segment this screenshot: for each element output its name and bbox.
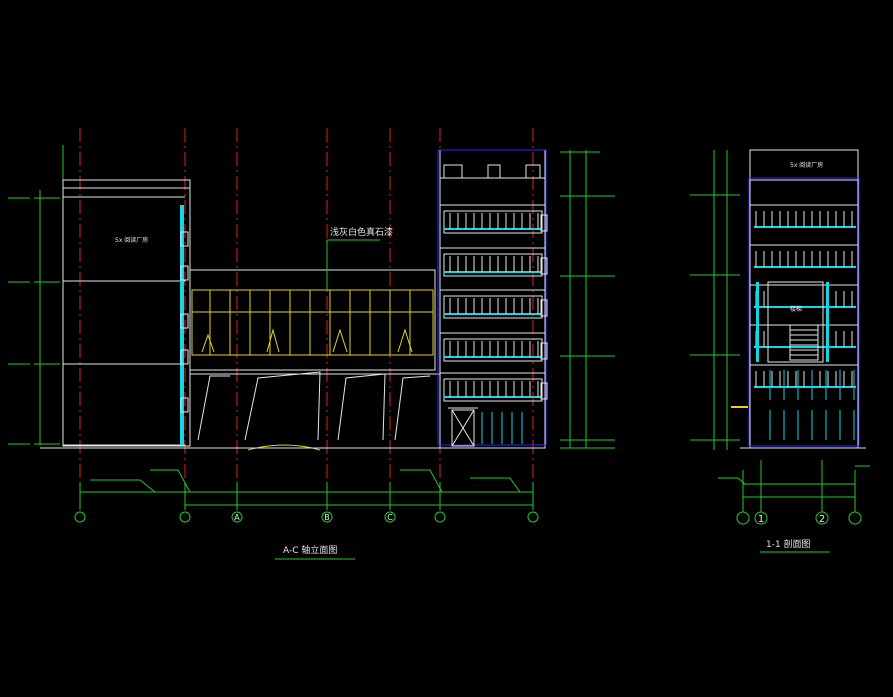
axis-bubble-blank bbox=[179, 511, 191, 523]
section-frame bbox=[749, 149, 859, 449]
right-tall-block-ground-glazing bbox=[481, 412, 523, 444]
right-tall-block-entrance bbox=[448, 407, 478, 447]
axis-gridlines bbox=[79, 128, 534, 510]
section-floor bbox=[750, 204, 858, 228]
section-floor bbox=[750, 364, 858, 388]
tall-block-floor bbox=[440, 332, 548, 362]
material-note-text: 浅灰白色真石漆 bbox=[330, 226, 393, 238]
axis-label-c: C bbox=[387, 513, 393, 522]
axis-bubble-blank bbox=[527, 511, 539, 523]
section-ground-glazing bbox=[769, 410, 855, 440]
axis-bubble-b bbox=[321, 511, 333, 523]
section-ground-glazing bbox=[769, 370, 855, 400]
left-axis-bubbles bbox=[74, 511, 539, 523]
horizontal-dimensions bbox=[79, 469, 534, 510]
axis-bubble-blank bbox=[434, 511, 446, 523]
section-cyan-column-right bbox=[826, 282, 829, 362]
left-block-glass-strip bbox=[180, 205, 184, 445]
axis-bubble-blank bbox=[848, 511, 862, 525]
middle-block-frame bbox=[189, 269, 440, 449]
right-section-vertical-dimensions bbox=[690, 150, 740, 450]
section-cyan-column-left bbox=[756, 282, 759, 362]
right-tall-block-blue-outline bbox=[437, 149, 547, 446]
right-axis-gridlines bbox=[718, 460, 870, 512]
section-stair-core bbox=[767, 281, 824, 363]
axis-bubble-1 bbox=[754, 511, 768, 525]
section-floor bbox=[750, 324, 858, 348]
section-blue-outline bbox=[748, 177, 860, 447]
right-vertical-dimensions bbox=[560, 150, 615, 449]
right-section-view: 5x 阅读厂房 楼梯 1 2 1-1 剖面图 bbox=[690, 149, 870, 553]
right-axis-bubbles bbox=[736, 511, 862, 525]
middle-block-ground-arches bbox=[197, 371, 431, 441]
section-floors bbox=[750, 204, 858, 440]
right-tall-block-floors bbox=[440, 204, 548, 402]
section-room-label: 5x 阅读厂房 bbox=[790, 161, 823, 169]
axis-label-b: B bbox=[324, 513, 330, 522]
tall-block-floor bbox=[440, 247, 548, 277]
material-note-leader bbox=[326, 239, 380, 290]
left-vertical-dimensions bbox=[8, 145, 64, 445]
right-view-title: 1-1 剖面图 bbox=[766, 538, 811, 550]
axis-label-1: 1 bbox=[758, 514, 764, 525]
axis-label-a: A bbox=[234, 513, 240, 522]
axis-bubble-c bbox=[384, 511, 396, 523]
axis-bubble-blank bbox=[74, 511, 86, 523]
section-floor bbox=[750, 284, 858, 308]
right-tall-block-frame bbox=[439, 149, 546, 449]
left-view-title: A-C 轴立面图 bbox=[283, 544, 337, 556]
left-block-balconies bbox=[180, 231, 189, 413]
tall-block-floor bbox=[440, 289, 548, 319]
left-block-frame bbox=[62, 179, 191, 447]
axis-bubble-a bbox=[231, 511, 243, 523]
section-stair-label: 楼梯 bbox=[790, 305, 802, 313]
tall-block-floor bbox=[440, 372, 548, 402]
middle-block-yellow-curtain-wall bbox=[191, 289, 434, 356]
left-block-room-label: 5x 阅读厂房 bbox=[115, 236, 148, 244]
axis-bubble-blank bbox=[736, 511, 750, 525]
axis-label-2: 2 bbox=[819, 514, 825, 525]
right-tall-block-roof-parapet bbox=[443, 164, 541, 178]
axis-bubble-2 bbox=[815, 511, 829, 525]
section-floor bbox=[750, 244, 858, 268]
left-elevation-view: A B C 5x 阅读厂房 浅灰白色真石漆 A-C 轴立面图 bbox=[8, 128, 615, 560]
tall-block-floor bbox=[440, 204, 548, 234]
